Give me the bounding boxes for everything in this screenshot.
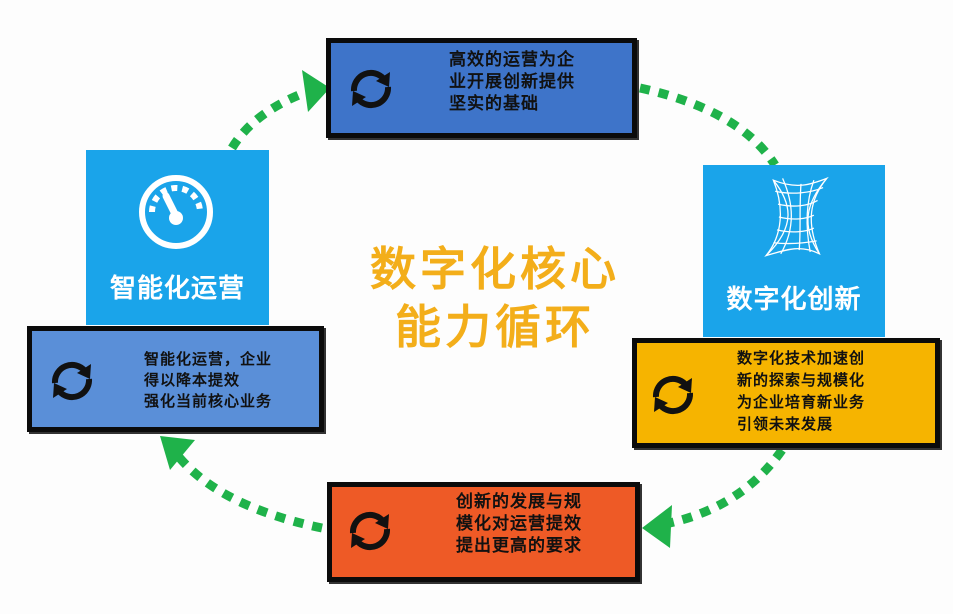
box-right: 数字化技术加速创 新的探索与规模化 为企业培育新业务 引领未来发展: [632, 338, 940, 448]
box-left-line: 强化当前核心业务: [144, 392, 273, 410]
arrowhead-left: [160, 436, 195, 470]
tile-smart-operations-label: 智能化运营: [109, 274, 245, 304]
center-title-line2: 能力循环: [395, 300, 595, 354]
arrowhead-bottom-right: [642, 505, 672, 548]
box-right-text: 数字化技术加速创 新的探索与规模化 为企业培育新业务 引领未来发展: [737, 347, 865, 435]
box-top: 高效的运营为企 业开展创新提供 坚实的基础: [326, 38, 637, 138]
box-bottom-line: 模化对运营提效: [456, 514, 582, 534]
box-bottom-line: 创新的发展与规: [456, 492, 582, 512]
arrow-top-to-right: [639, 83, 779, 168]
box-bottom-text: 创新的发展与规 模化对运营提效 提出更高的要求: [456, 491, 582, 557]
cycle-arrows-icon: [652, 375, 694, 415]
arrowhead-top: [302, 70, 330, 112]
box-right-line: 新的探索与规模化: [737, 371, 866, 389]
tile-digital-innovation: 数字化创新: [703, 165, 885, 337]
wireframe-shell-icon: [764, 176, 829, 257]
cycle-arrows-icon: [350, 69, 392, 109]
center-title: 数字化核心 能力循环: [345, 240, 645, 356]
box-left-line: 得以降本提效: [144, 371, 241, 389]
speedometer-icon: [139, 175, 213, 249]
center-title-line1: 数字化核心: [370, 242, 620, 296]
box-bottom: 创新的发展与规 模化对运营提效 提出更高的要求: [327, 482, 640, 582]
tile-smart-operations: 智能化运营: [86, 150, 269, 325]
box-top-line: 业开展创新提供: [449, 72, 575, 92]
tile-digital-innovation-label: 数字化创新: [726, 285, 862, 315]
cycle-arrows-icon: [349, 511, 391, 551]
box-right-line: 数字化技术加速创: [737, 349, 866, 367]
arrow-bottom-to-left: [168, 445, 323, 533]
cycle-arrows-icon: [51, 361, 93, 401]
box-left: 智能化运营，企业 得以降本提效 强化当前核心业务: [27, 326, 324, 432]
box-top-line: 高效的运营为企: [449, 50, 575, 70]
box-left-text: 智能化运营，企业 得以降本提效 强化当前核心业务: [144, 349, 272, 412]
box-right-line: 为企业培育新业务: [737, 393, 866, 411]
arrow-left-to-top: [228, 85, 314, 151]
box-right-line: 引领未来发展: [737, 415, 834, 433]
box-top-line: 坚实的基础: [449, 94, 539, 114]
box-bottom-line: 提出更高的要求: [456, 536, 582, 556]
arrow-right-to-bottom: [659, 447, 786, 530]
box-top-text: 高效的运营为企 业开展创新提供 坚实的基础: [449, 49, 575, 115]
box-left-line: 智能化运营，企业: [144, 350, 273, 368]
